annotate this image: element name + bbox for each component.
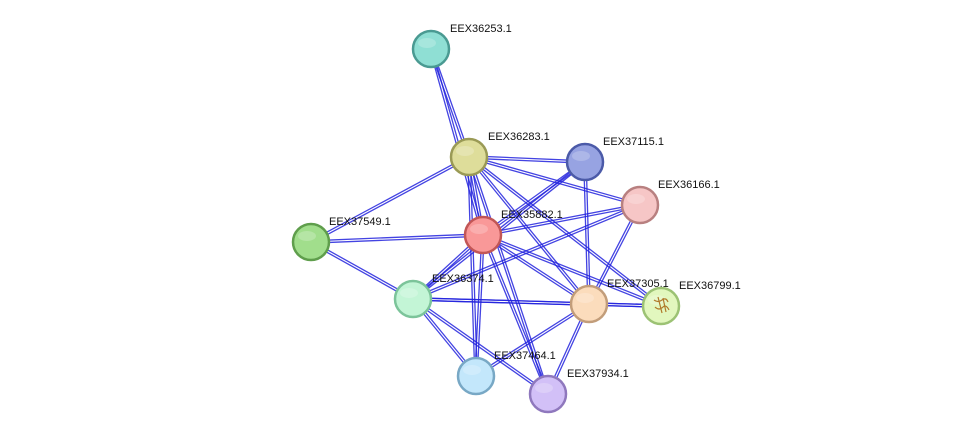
edge-eex37305-eex37464 bbox=[476, 304, 590, 378]
edge-eex36283-eex37305 bbox=[467, 157, 589, 306]
node-highlight bbox=[572, 151, 590, 161]
node-label: EEX37464.1 bbox=[494, 350, 556, 362]
node-eex36166[interactable]: EEX36166.1 bbox=[620, 179, 720, 225]
node-label: EEX36799.1 bbox=[679, 280, 741, 292]
protein-structure-icon bbox=[653, 296, 670, 314]
edge-eex35882-eex37305 bbox=[483, 233, 591, 304]
edge-eex36374-eex37934 bbox=[411, 299, 548, 396]
node-circle[interactable] bbox=[411, 29, 451, 69]
node-eex35882[interactable]: EEX35882.1 bbox=[463, 209, 563, 255]
edge-eex36283-eex36166 bbox=[469, 155, 641, 205]
node-eex37934[interactable]: EEX37934.1 bbox=[528, 368, 629, 414]
node-eex36374[interactable]: EEX36374.1 bbox=[393, 273, 494, 319]
edge-eex36166-eex35882 bbox=[483, 205, 641, 237]
edge-eex37305-eex37464 bbox=[475, 302, 589, 376]
node-label: EEX37934.1 bbox=[567, 368, 629, 380]
node-eex37305[interactable]: EEX37305.1 bbox=[569, 278, 669, 324]
node-label: EEX36166.1 bbox=[658, 179, 720, 191]
node-highlight bbox=[576, 293, 594, 303]
edge-eex35882-eex36799 bbox=[482, 235, 661, 308]
edge-eex36374-eex37934 bbox=[413, 297, 550, 394]
edge-eex35882-eex37934 bbox=[483, 234, 550, 394]
edge-eex36166-eex36374 bbox=[413, 205, 641, 301]
edge-eex37549-eex36374 bbox=[310, 242, 413, 301]
node-highlight bbox=[627, 194, 645, 204]
node-highlight bbox=[535, 383, 553, 393]
node-circle[interactable] bbox=[449, 137, 489, 177]
node-eex37115[interactable]: EEX37115.1 bbox=[565, 136, 664, 182]
node-circle[interactable] bbox=[641, 286, 681, 326]
node-highlight bbox=[648, 295, 666, 305]
edge-eex36166-eex35882 bbox=[482, 203, 640, 235]
node-circle[interactable] bbox=[565, 142, 605, 182]
node-circle[interactable] bbox=[463, 215, 503, 255]
edge-eex37115-eex35882 bbox=[483, 162, 587, 237]
node-label: EEX36283.1 bbox=[488, 131, 550, 143]
node-highlight bbox=[456, 146, 474, 156]
edge-eex35882-eex37464 bbox=[476, 235, 485, 377]
node-label: EEX37305.1 bbox=[607, 278, 669, 290]
node-eex36253[interactable]: EEX36253.1 bbox=[411, 23, 512, 69]
node-highlight bbox=[463, 365, 481, 375]
node-circle[interactable] bbox=[528, 374, 568, 414]
edge-eex35882-eex37464 bbox=[474, 234, 483, 376]
node-circle[interactable] bbox=[291, 222, 331, 262]
node-label: EEX35882.1 bbox=[501, 209, 563, 221]
edge-eex36283-eex37549 bbox=[311, 157, 470, 244]
edge-eex35882-eex37305 bbox=[481, 235, 589, 306]
node-circle[interactable] bbox=[393, 279, 433, 319]
node-label: EEX36253.1 bbox=[450, 23, 512, 35]
edge-eex37549-eex35882 bbox=[311, 235, 484, 244]
edge-eex36253-eex35882 bbox=[429, 49, 483, 236]
edge-eex37115-eex35882 bbox=[481, 160, 585, 235]
node-label: EEX37115.1 bbox=[603, 136, 664, 148]
node-highlight bbox=[470, 224, 488, 234]
edge-eex36283-eex36799 bbox=[467, 157, 661, 308]
node-highlight bbox=[298, 231, 316, 241]
edge-eex36283-eex37549 bbox=[310, 155, 469, 242]
node-eex36799[interactable]: EEX36799.1 bbox=[641, 280, 741, 326]
node-eex36283[interactable]: EEX36283.1 bbox=[449, 131, 550, 177]
edge-eex36283-eex37934 bbox=[469, 156, 550, 394]
node-eex37464[interactable]: EEX37464.1 bbox=[456, 350, 556, 396]
edge-eex37549-eex35882 bbox=[310, 233, 483, 242]
edge-eex36283-eex37115 bbox=[468, 157, 585, 164]
edge-eex37115-eex37305 bbox=[583, 162, 589, 305]
node-circle[interactable] bbox=[569, 284, 609, 324]
edge-eex36283-eex36799 bbox=[469, 155, 663, 306]
edge-eex36283-eex37305 bbox=[469, 155, 591, 304]
edge-eex37115-eex37305 bbox=[585, 161, 591, 304]
edge-eex35882-eex36799 bbox=[483, 233, 662, 306]
node-highlight bbox=[418, 38, 436, 48]
edge-eex37549-eex36374 bbox=[311, 240, 414, 299]
node-circle[interactable] bbox=[456, 356, 496, 396]
edge-eex36283-eex37115 bbox=[469, 155, 586, 162]
node-highlight bbox=[400, 288, 418, 298]
node-circle[interactable] bbox=[620, 185, 660, 225]
node-eex37549[interactable]: EEX37549.1 bbox=[291, 216, 391, 262]
node-label: EEX36374.1 bbox=[432, 273, 494, 285]
node-label: EEX37549.1 bbox=[329, 216, 391, 228]
edge-eex35882-eex37934 bbox=[481, 235, 548, 395]
